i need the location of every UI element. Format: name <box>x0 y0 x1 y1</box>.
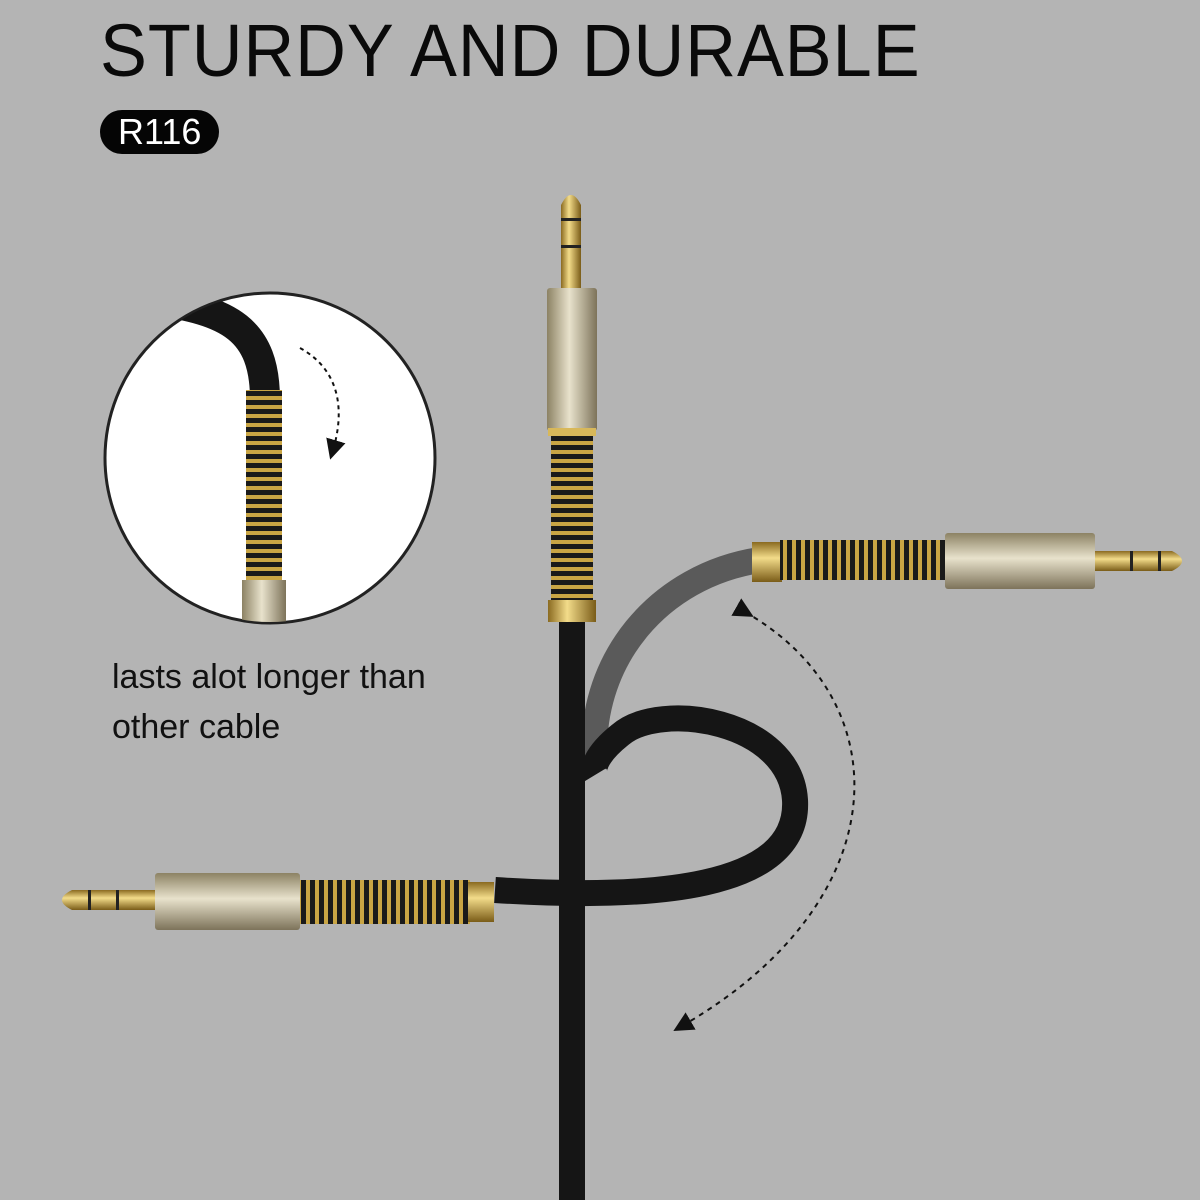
left-audio-jack <box>62 873 494 930</box>
caption-line-1: lasts alot longer than <box>112 658 426 696</box>
top-audio-jack <box>547 195 597 622</box>
right-audio-jack <box>752 533 1182 589</box>
detail-callout-circle <box>103 291 437 625</box>
flex-range-arrow-icon <box>673 598 856 1032</box>
feature-caption: lasts alot longer than other cable <box>112 652 426 752</box>
caption-line-2: other cable <box>112 708 281 746</box>
cable-loop <box>494 705 809 907</box>
page-title: STURDY AND DURABLE <box>100 9 921 92</box>
model-badge: R116 <box>100 110 220 154</box>
cable-bent-segment <box>581 547 763 772</box>
bend-arrow-icon <box>299 347 346 460</box>
